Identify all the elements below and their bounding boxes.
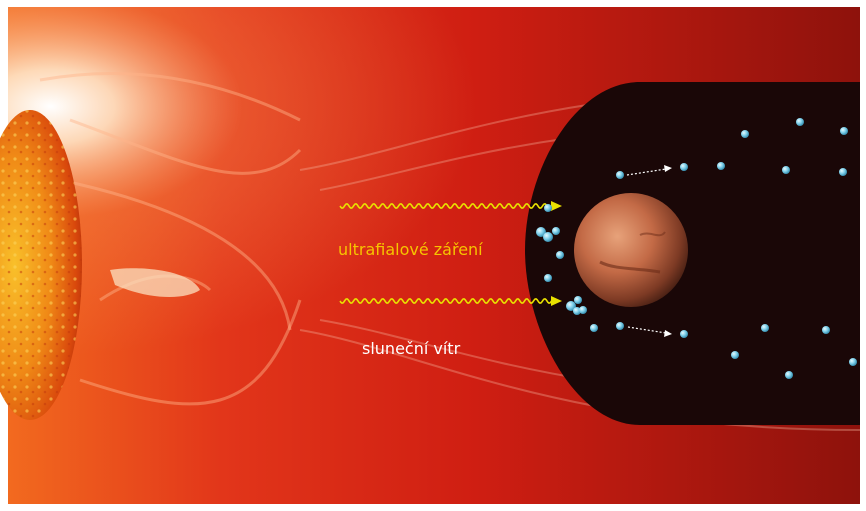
ion-particle-icon bbox=[566, 301, 576, 311]
sun-icon bbox=[0, 110, 82, 420]
ion-particle-icon bbox=[680, 330, 688, 338]
ion-particle-icon bbox=[822, 326, 830, 334]
uv-radiation-label: ultrafialové záření bbox=[338, 240, 483, 259]
ion-particle-icon bbox=[616, 171, 624, 179]
ion-particle-icon bbox=[574, 296, 582, 304]
ion-particle-icon bbox=[782, 166, 790, 174]
ion-particle-icon bbox=[840, 127, 848, 135]
ion-particle-icon bbox=[556, 251, 564, 259]
ion-particle-icon bbox=[616, 322, 624, 330]
ion-particle-icon bbox=[717, 162, 725, 170]
ion-particle-icon bbox=[761, 324, 769, 332]
ion-particles bbox=[536, 118, 857, 379]
solar-prominence bbox=[110, 268, 200, 297]
escape-arrow-lower bbox=[627, 326, 672, 337]
ion-particle-icon bbox=[849, 358, 857, 366]
ion-particle-icon bbox=[590, 324, 598, 332]
ion-particle-icon bbox=[731, 351, 739, 359]
ion-particle-icon bbox=[536, 227, 546, 237]
ion-particle-icon bbox=[680, 163, 688, 171]
ion-particle-icon bbox=[741, 130, 749, 138]
ion-particle-icon bbox=[552, 227, 560, 235]
uv-arrow-lower bbox=[339, 296, 562, 306]
solar-wind-label: sluneční vítr bbox=[362, 339, 461, 358]
ion-particle-icon bbox=[839, 168, 847, 176]
ion-particle-icon bbox=[785, 371, 793, 379]
escape-arrow-upper bbox=[626, 165, 672, 176]
ion-particle-icon bbox=[543, 232, 553, 242]
ion-particle-icon bbox=[544, 274, 552, 282]
ion-particle-icon bbox=[544, 204, 552, 212]
ion-particle-icon bbox=[579, 306, 587, 314]
magnetosphere-tail bbox=[525, 82, 860, 425]
coronal-loops bbox=[39, 72, 302, 406]
uv-arrow-upper bbox=[339, 201, 562, 211]
mars-planet-icon bbox=[574, 193, 688, 307]
ion-particle-icon bbox=[573, 307, 581, 315]
ion-particle-icon bbox=[796, 118, 804, 126]
